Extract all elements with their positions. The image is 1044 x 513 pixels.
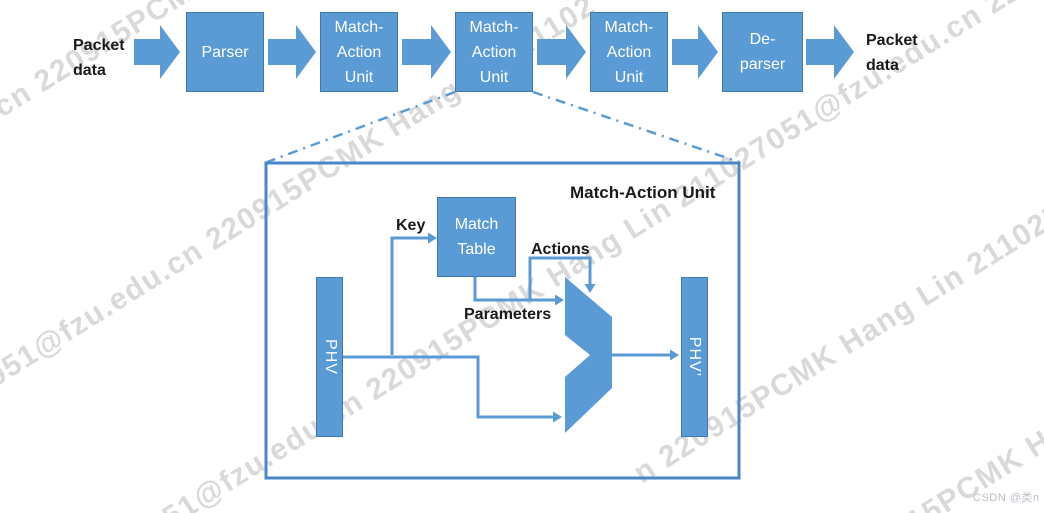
phv-out-box: PHV’ bbox=[681, 277, 708, 437]
actions-label: Actions bbox=[531, 241, 590, 258]
connector-parameters bbox=[473, 275, 555, 302]
detail-title: Match-Action Unit bbox=[570, 183, 716, 202]
key-label: Key bbox=[396, 217, 426, 234]
connector-key-arrowhead bbox=[428, 232, 437, 244]
flow-arrow bbox=[537, 25, 586, 79]
pipeline-input-label: Packet data bbox=[73, 37, 125, 79]
flow-arrow bbox=[672, 25, 718, 79]
pipeline-output-label: Packet data bbox=[866, 32, 918, 74]
action-mux-shape bbox=[565, 277, 612, 433]
connector-actions bbox=[528, 256, 592, 300]
callout-dash-line-left bbox=[266, 90, 456, 164]
match-table-box: Match Table bbox=[437, 197, 516, 277]
phv-in-box: PHV bbox=[316, 277, 343, 437]
flow-arrow bbox=[134, 25, 180, 79]
stage-box-match-action-unit-3: Match- Action Unit bbox=[590, 12, 668, 92]
connector-actions-arrowhead bbox=[584, 284, 596, 293]
parameters-label: Parameters bbox=[464, 306, 552, 323]
connector-parameters-arrowhead bbox=[555, 294, 564, 306]
csdn-credit: CSDN @类n bbox=[973, 492, 1040, 504]
stage-box-match-action-unit-2: Match- Action Unit bbox=[455, 12, 533, 92]
flow-arrow bbox=[806, 25, 854, 79]
phv-in-label: PHV bbox=[321, 339, 339, 375]
connector-phv-bypass-arrowhead bbox=[553, 411, 562, 423]
connector-phv-bypass bbox=[343, 355, 553, 419]
stage-box-deparser: De- parser bbox=[722, 12, 803, 92]
connector-key bbox=[390, 236, 428, 355]
flow-arrow bbox=[268, 25, 316, 79]
stage-box-match-action-unit-1: Match- Action Unit bbox=[320, 12, 398, 92]
connector-output-arrowhead bbox=[670, 349, 679, 361]
detail-box-outline bbox=[264, 161, 741, 480]
phv-out-label: PHV’ bbox=[686, 336, 704, 378]
callout-dash-line-right bbox=[532, 90, 740, 164]
flow-arrow bbox=[402, 25, 451, 79]
stage-box-parser: Parser bbox=[186, 12, 264, 92]
